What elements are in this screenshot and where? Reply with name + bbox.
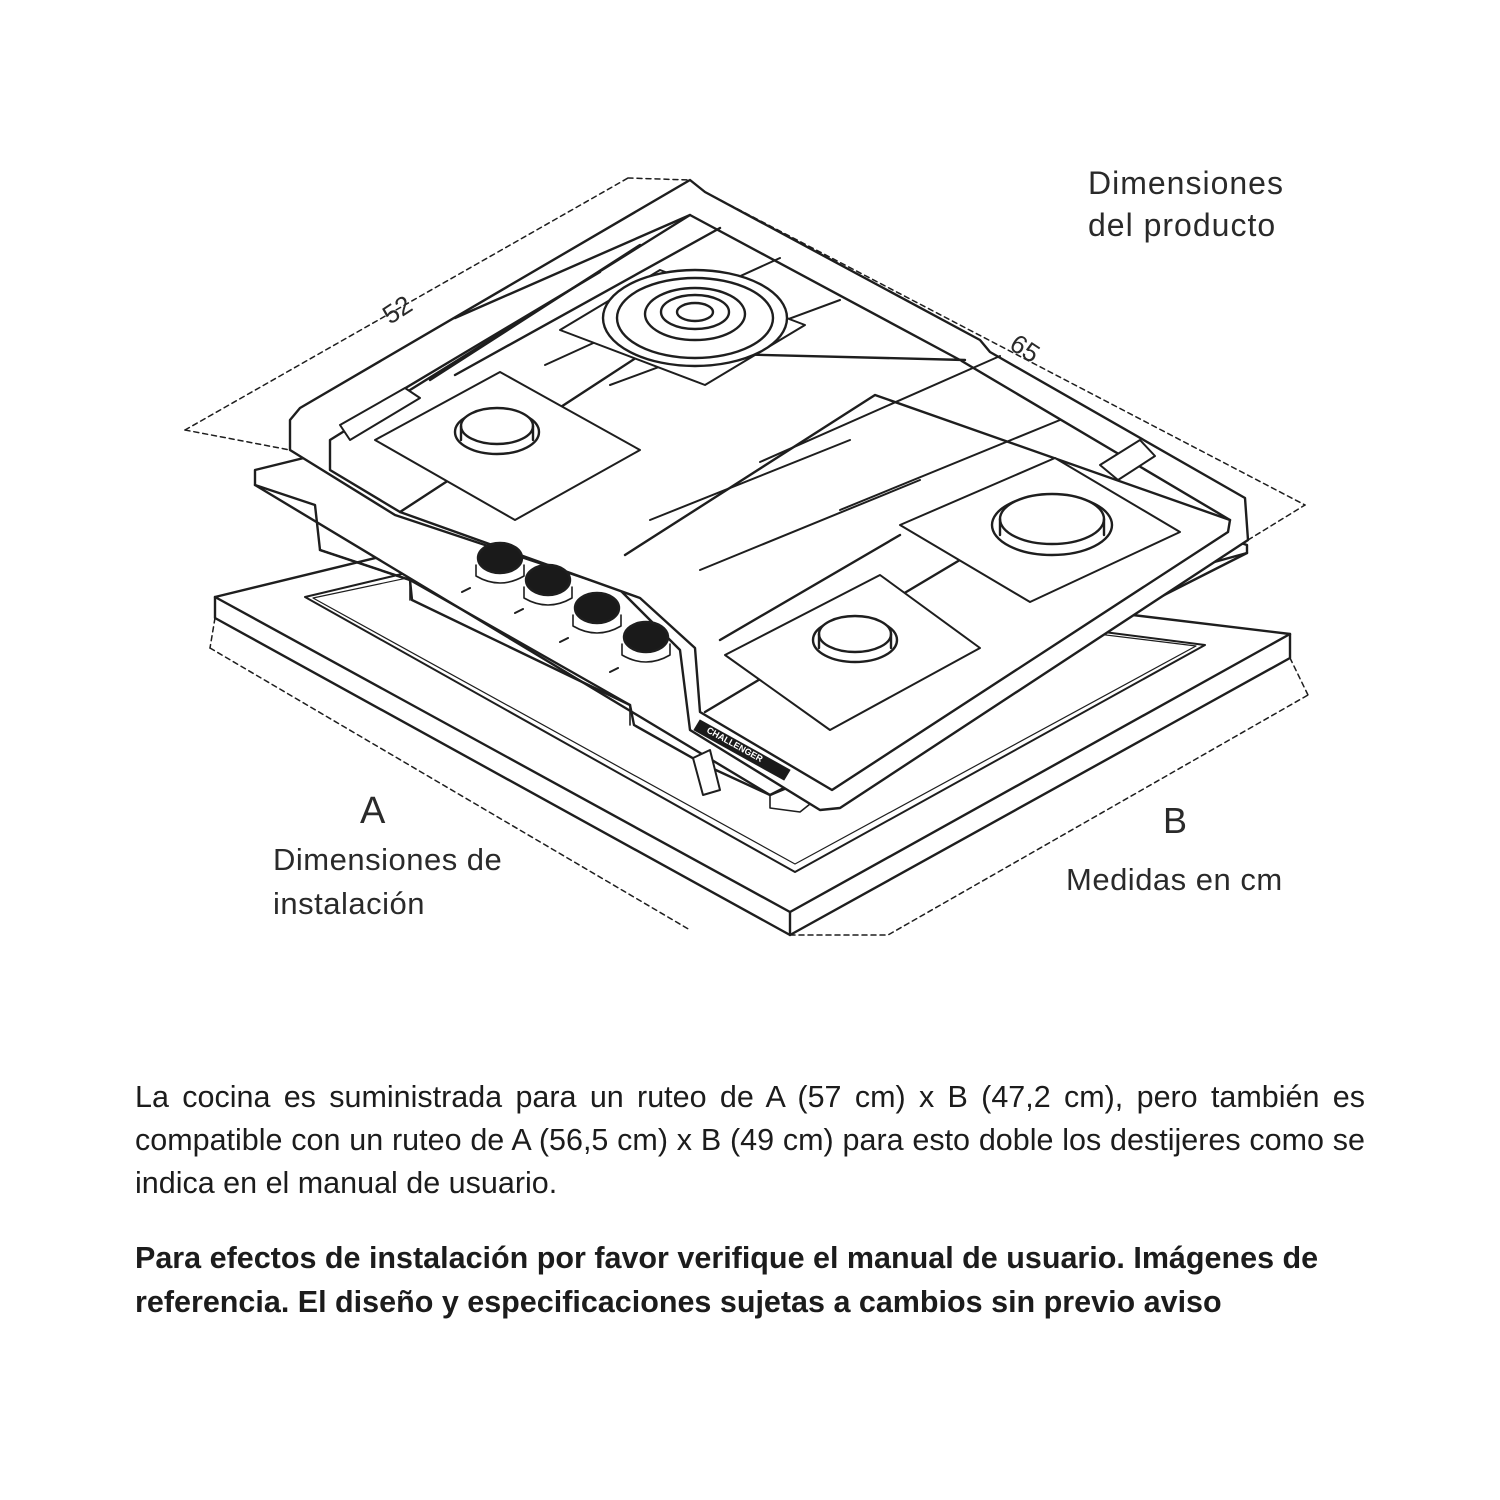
control-knobs <box>461 541 671 673</box>
installation-dimensions-label: Dimensiones de instalación <box>273 838 513 926</box>
cooktop-dimension-diagram: CHALLENGER 52 65 <box>184 177 1309 937</box>
knob-2 <box>524 563 572 597</box>
description-paragraph: La cocina es suministrada para un ruteo … <box>135 1079 1365 1200</box>
knob-1 <box>476 541 524 575</box>
dimension-lines <box>184 177 1309 936</box>
units-label: Medidas en cm <box>1066 862 1283 897</box>
burner-wok <box>601 268 789 368</box>
installation-letter-b: B <box>1163 800 1188 841</box>
burner-small-front <box>811 614 899 664</box>
burner-medium-right <box>990 492 1114 557</box>
product-dimensions-text: Dimensiones del producto <box>1088 165 1284 243</box>
knob-4 <box>622 620 670 654</box>
disclaimer-note: Para efectos de instalación por favor ve… <box>135 1240 1319 1319</box>
installation-letter-a: A <box>360 790 386 832</box>
burner-medium-left <box>453 406 541 456</box>
product-dimensions-label: Dimensiones del producto <box>1088 162 1328 246</box>
installation-dimensions-text: Dimensiones de instalación <box>273 842 503 921</box>
dim-depth-label: 52 <box>377 289 418 330</box>
knob-3 <box>573 591 621 625</box>
